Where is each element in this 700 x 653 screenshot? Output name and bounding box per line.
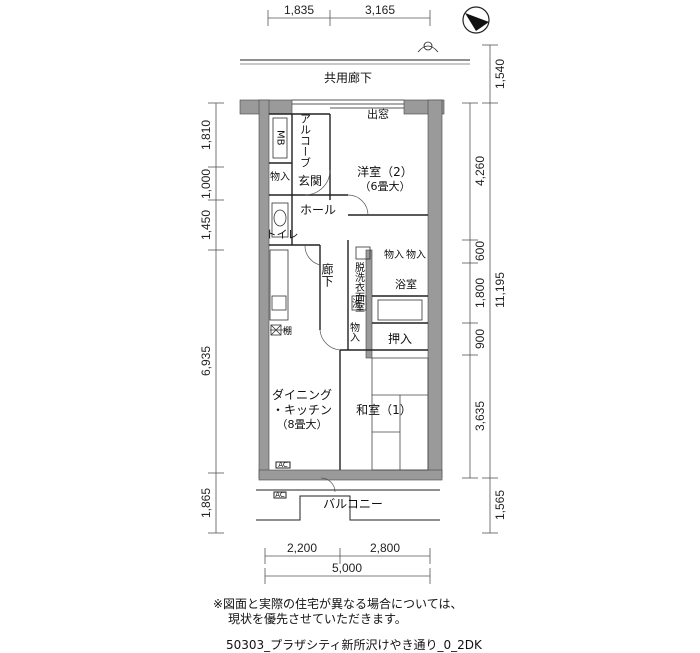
dim-right-inner-5: 3,635 <box>473 401 487 431</box>
dimension-lines <box>208 10 498 584</box>
fixtures <box>270 117 423 336</box>
dk-size-label: （8畳大） <box>277 417 328 431</box>
dim-left-3: 1,450 <box>199 210 213 240</box>
storage-label-2: 物入 <box>406 248 426 261</box>
dim-bottom-total: 5,000 <box>332 561 362 575</box>
shared-corridor <box>240 41 470 65</box>
bay-window-label: 出窓 <box>367 107 389 121</box>
dim-right-inner-1: 4,260 <box>473 156 487 186</box>
washitsu-label: 和室（1） <box>356 402 412 417</box>
dim-bottom-2: 2,800 <box>370 541 400 555</box>
mb-label: MB <box>275 130 286 146</box>
disclaimer-line-1: ※図面と実際の住宅が異なる場合については、 <box>213 597 463 611</box>
alcove-label: アルコーブ <box>299 113 312 168</box>
bathroom-label: 浴室 <box>395 277 417 291</box>
kitchen-counter <box>269 249 289 331</box>
shelf-label: 棚 <box>283 325 292 337</box>
room-labels: 共用廊下 出窓 アルコーブ MB 物入 玄関 洋室（2） （6畳大） ホール ト… <box>266 70 427 511</box>
dk-label-line1: ダイニング <box>272 387 332 402</box>
walls <box>239 99 445 481</box>
door-swings <box>304 169 369 493</box>
dim-left-2: 1,000 <box>199 169 213 199</box>
dimension-text: 1,835 3,165 2,200 2,800 5,000 1,810 1,00… <box>199 3 507 575</box>
storage-entry-label: 物入 <box>270 170 290 183</box>
dim-left-1: 1,810 <box>199 120 213 150</box>
plan-caption: 50303_プラザシティ新所沢けやき通り_0_2DK <box>226 638 482 652</box>
partitions <box>269 113 428 470</box>
toilet-label: トイレ <box>266 228 299 241</box>
washroom-label: 脱洗衣面室 <box>353 261 365 312</box>
ac-label-2: AC <box>275 491 285 499</box>
hallway-label: 廊下 <box>320 262 334 287</box>
north-arrow-icon <box>462 6 490 34</box>
ac-label-1: AC <box>278 461 288 469</box>
dim-left-4: 6,935 <box>199 346 213 376</box>
tatami-grid <box>371 357 429 471</box>
storage-label-3: 物入 <box>348 321 360 342</box>
entrance-label: 玄関 <box>298 173 322 188</box>
dim-bottom-1: 2,200 <box>287 541 317 555</box>
storage-label-1: 物入 <box>384 248 404 261</box>
dk-label-line2: ・キッチン <box>272 403 332 417</box>
dim-right-outer-1: 1,540 <box>493 59 507 89</box>
balcony-outline <box>256 461 440 521</box>
western-room-name: 洋室（2） <box>357 164 413 179</box>
dim-top-1: 1,835 <box>284 3 314 17</box>
dim-right-inner-4: 900 <box>473 329 487 349</box>
dim-right-outer-2: 11,195 <box>493 272 507 308</box>
dim-right-inner-2: 600 <box>473 241 487 261</box>
oshiire-label: 押入 <box>388 332 412 346</box>
dim-top-2: 3,165 <box>365 3 395 17</box>
bay-window <box>292 99 404 109</box>
disclaimer-line-2: 現状を優先させていただきます。 <box>228 612 407 626</box>
washer-label: 洗 <box>352 298 362 310</box>
hall-label: ホール <box>300 203 336 217</box>
corridor-label: 共用廊下 <box>324 70 372 85</box>
dim-right-inner-3: 1,800 <box>473 278 487 308</box>
dim-left-5: 1,865 <box>199 488 213 518</box>
western-room-size: （6畳大） <box>360 179 411 193</box>
dim-right-outer-3: 1,565 <box>493 490 507 520</box>
balcony-label: バルコニー <box>323 497 383 511</box>
